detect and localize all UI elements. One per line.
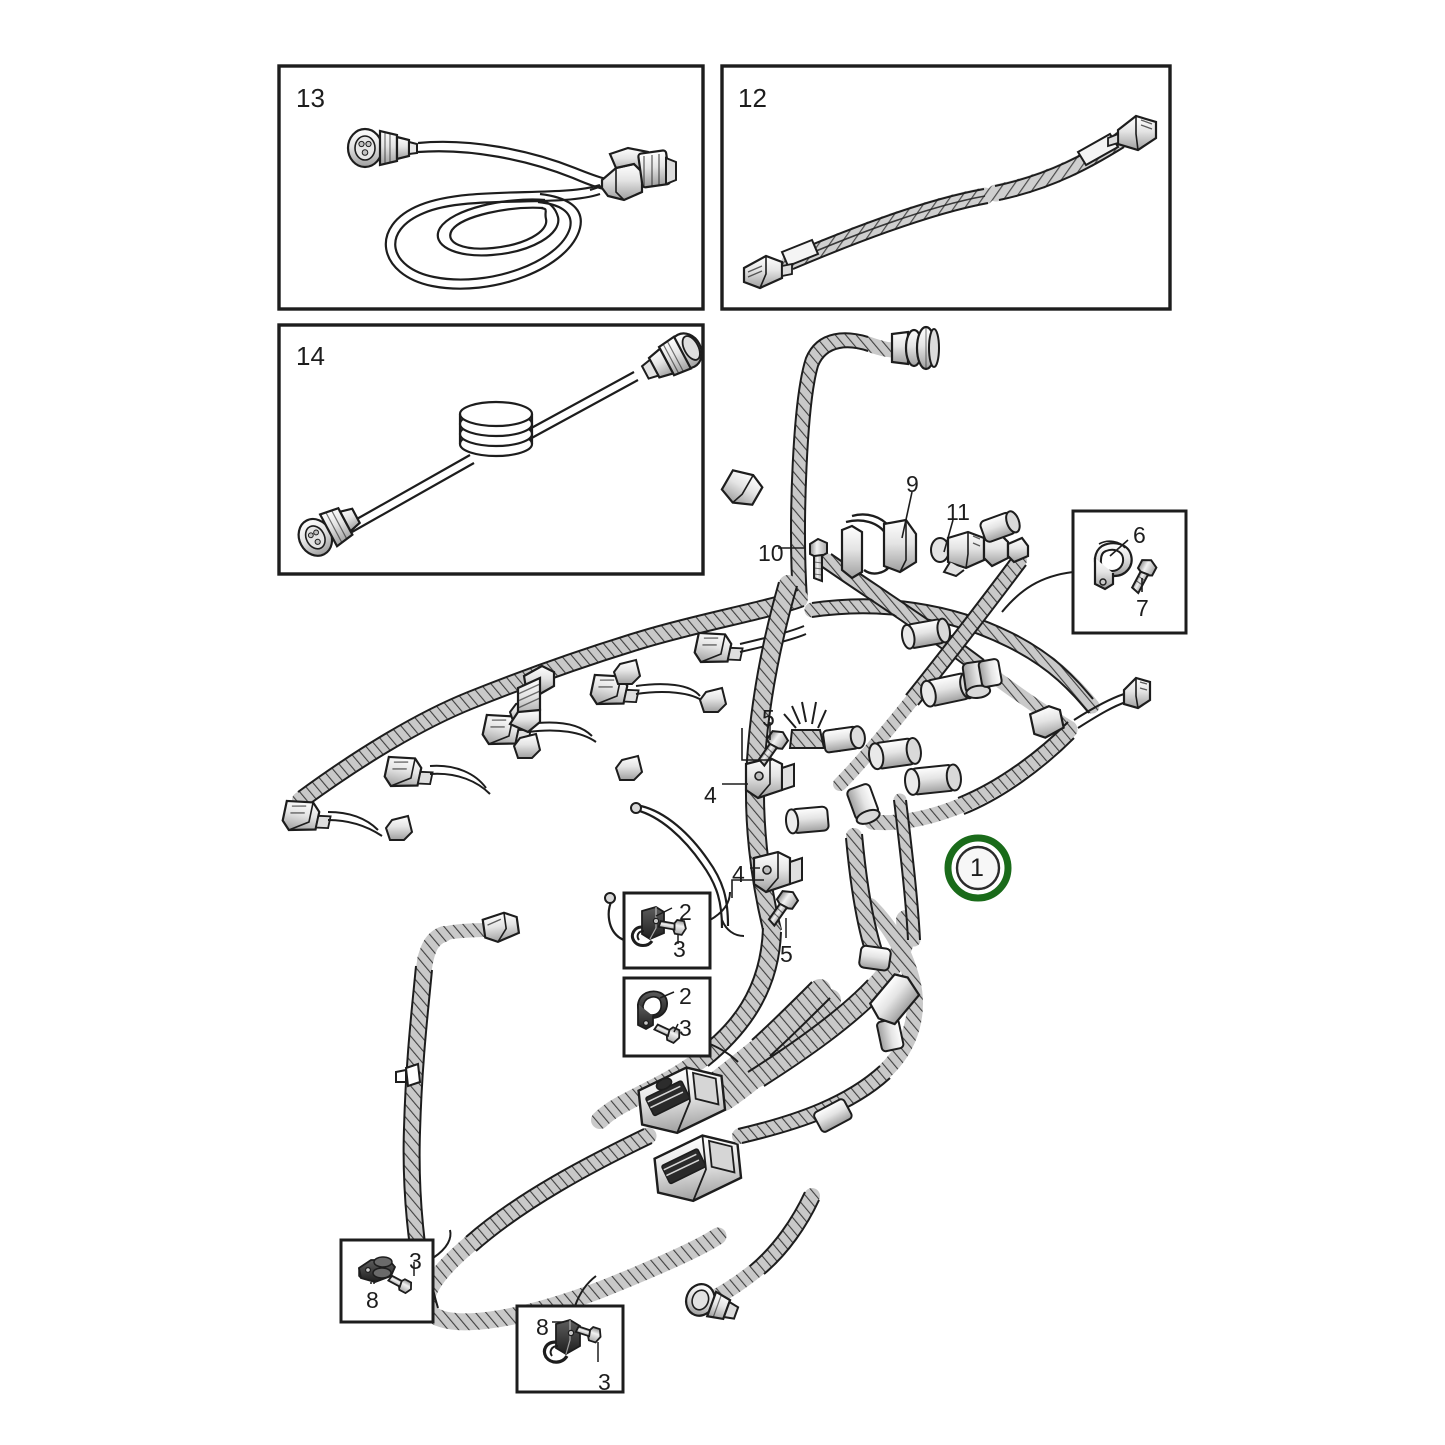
callout-label-6: 6	[1133, 522, 1146, 548]
left-branch-connector	[481, 911, 521, 944]
callout-label-4-lower: 4	[732, 861, 745, 887]
callout-label-3-lower: 3	[679, 1015, 692, 1041]
harness-clip-f	[512, 732, 542, 759]
callout-label-8-bottom-left: 8	[366, 1287, 379, 1313]
cable-coil	[458, 400, 534, 458]
callout-label-10: 10	[758, 540, 784, 566]
connector-cluster	[720, 469, 1021, 835]
bracket-bolt-part-7	[1130, 559, 1158, 595]
clip-part-8-right	[542, 1319, 581, 1364]
clamp-part-2-lower	[637, 990, 668, 1031]
clip-part-8-left	[357, 1256, 397, 1283]
inset-box-13	[277, 64, 705, 311]
callout-label-4-upper: 4	[704, 782, 717, 808]
screw-part-3-lower	[652, 1023, 681, 1044]
leader-9	[901, 491, 913, 539]
callout-label-9: 9	[906, 471, 919, 497]
part-14-coiled-extension	[297, 332, 703, 557]
callout-label-11: 11	[946, 499, 970, 525]
inset-box-14	[277, 323, 705, 576]
main-engine-harness	[281, 325, 1152, 1331]
callout-label-5-lower: 5	[780, 941, 793, 967]
callout-label-2-upper: 2	[679, 899, 692, 925]
callout-label-14: 14	[296, 341, 325, 371]
callout-label-7: 7	[1136, 595, 1149, 621]
callout-label-8-bottom-right: 8	[536, 1314, 549, 1340]
part-12-jumper-lead	[742, 114, 1158, 290]
harness-joint-sleeve	[813, 1098, 853, 1133]
callout-label-5-upper: 5	[762, 705, 775, 731]
callout-label-3-upper: 3	[673, 936, 686, 962]
callout-label-13: 13	[296, 83, 325, 113]
harness-elbow-sleeve	[868, 973, 921, 1026]
sensor-boss	[508, 664, 556, 734]
ecu-connector-upper	[637, 1066, 727, 1135]
screw-part-3-upper	[657, 918, 687, 936]
left-tube-tab	[395, 1062, 422, 1088]
leader-11	[943, 519, 954, 553]
ecu-connector-lower	[653, 1134, 743, 1203]
inset-box-8-3-right	[515, 1275, 625, 1394]
harness-clip-e	[384, 814, 414, 841]
harness-clip-d	[698, 686, 728, 713]
bottom-end-connector	[685, 1283, 740, 1321]
retaining-bolt-10	[809, 537, 828, 583]
harness-clip-b	[614, 754, 644, 781]
inset-box-2-3-lower	[622, 976, 739, 1063]
callout-label-2-lower: 2	[679, 983, 692, 1009]
cable-clamp-4-lower	[752, 850, 803, 894]
screw-part-3-left	[386, 1274, 413, 1295]
screw-part-3-right	[574, 1325, 602, 1344]
splayed-conductors	[783, 701, 827, 749]
part-13-coiled-lead	[346, 127, 677, 290]
callout-label-3-bottom-left: 3	[409, 1248, 422, 1274]
inset-box-6-7	[1001, 509, 1188, 635]
callout-label-12: 12	[738, 83, 767, 113]
injector-connector-4	[383, 755, 491, 795]
harness-bracket-part-6	[1093, 540, 1133, 591]
harness-bracket-9	[840, 513, 918, 580]
inset-box-12	[720, 64, 1172, 311]
main-harness-highlight-badge[interactable]	[944, 834, 1012, 902]
inset-box-8-3-left	[339, 1229, 452, 1324]
callout-label-3-bottom-right: 3	[598, 1369, 611, 1395]
highlight-badge-label: 1	[970, 854, 984, 882]
screw-5-lower	[767, 890, 800, 928]
injector-connector-5	[281, 799, 383, 837]
harness-clip-c	[612, 658, 642, 685]
inset-box-2-3-upper	[622, 891, 731, 970]
